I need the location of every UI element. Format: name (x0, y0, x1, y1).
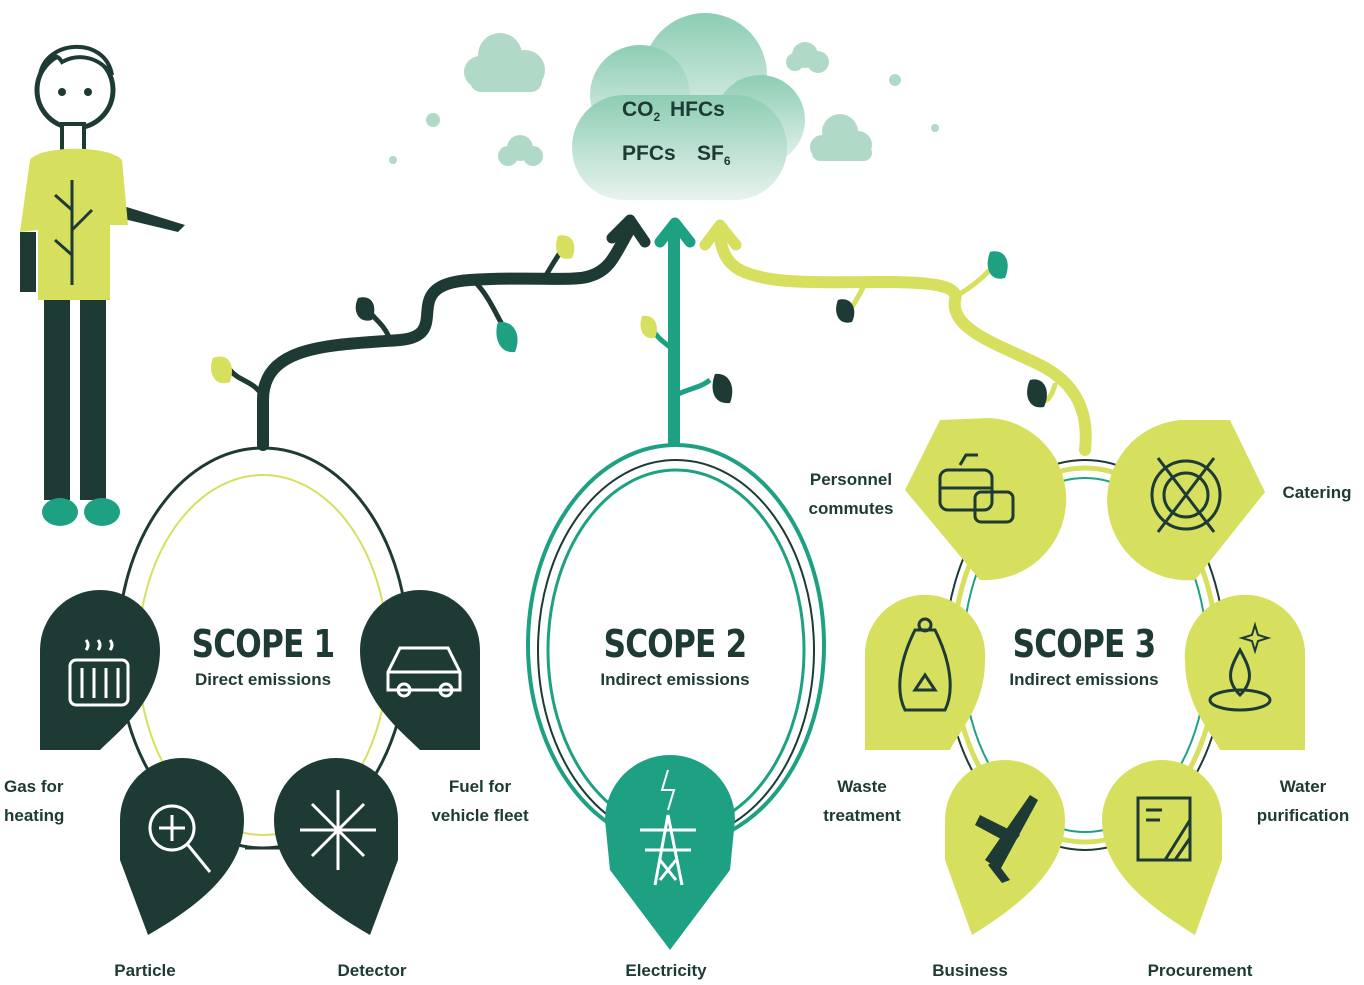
cloud-icon (810, 114, 872, 161)
leaf-icon (556, 235, 575, 259)
radiator-icon (68, 639, 130, 707)
scope3-pin-commutes (905, 418, 1067, 581)
scope1-branch (227, 226, 634, 451)
scope2-pin-electricity (605, 755, 735, 950)
cloud-icon (498, 135, 543, 166)
cloud-dot (931, 124, 939, 132)
scope1-title: SCOPE 1 (191, 622, 336, 666)
gas-co2: CO2 (622, 98, 660, 124)
leaves (210, 235, 1047, 408)
cloud-dot (426, 113, 440, 127)
leaf-icon (210, 356, 233, 384)
scope3-pin-waste (865, 594, 986, 750)
gas-sf6: SF6 (697, 142, 731, 168)
snowflake-icon (300, 790, 376, 870)
label-personnel-commutes: Personnel commutes (808, 470, 894, 518)
label-electricity: Electricity (625, 961, 707, 980)
scope1-pin-detector (274, 757, 399, 935)
car-icon (386, 646, 462, 698)
leaf-icon (836, 299, 855, 323)
document-icon (1136, 796, 1192, 862)
scope1-pin-vehicle (359, 589, 480, 750)
leaf-icon (712, 373, 733, 404)
cloud-dot (389, 156, 397, 164)
plate-icon (1150, 457, 1222, 533)
leaf-icon (355, 297, 375, 321)
scope1-subtitle: Direct emissions (194, 670, 332, 689)
scope3-title: SCOPE 3 (1012, 622, 1157, 666)
gas-hfcs: HFCs (670, 98, 725, 121)
scope3-pin-business (944, 759, 1065, 935)
cloud-icon (786, 42, 829, 73)
gas-co2-subscript: 2 (653, 110, 661, 125)
leaf-icon (640, 315, 657, 339)
recycle-bag-icon (898, 617, 952, 712)
label-detector: Detector (337, 961, 407, 980)
label-gas-heating: Gas for heating (4, 777, 65, 825)
scope3-pin-procurement (1102, 760, 1222, 935)
pylon-icon (640, 769, 696, 886)
leaf-icon (987, 251, 1008, 279)
airplane-icon (975, 795, 1038, 883)
bus-car-icon (938, 453, 1015, 524)
gas-sf6-text: SF (697, 142, 724, 165)
scope2-subtitle: Indirect emissions (600, 670, 750, 689)
leaf-icon (1027, 379, 1047, 408)
scope1-pin-heating (40, 590, 160, 750)
label-particle: Particle (114, 961, 176, 980)
gas-sf6-subscript: 6 (723, 154, 731, 169)
gas-pfcs: PFCs (622, 142, 676, 165)
scope3-pin-water (1184, 594, 1305, 750)
arrow-head-icon (606, 214, 651, 248)
label-water-purification: Water purification (1256, 777, 1350, 825)
small-clouds (389, 33, 939, 166)
arrow-head-icon (699, 219, 742, 251)
scope2-title: SCOPE 2 (603, 622, 748, 666)
scope3-pin-catering (1107, 420, 1265, 581)
label-fuel-vehicle: Fuel for vehicle fleet (431, 777, 529, 825)
scope3-subtitle: Indirect emissions (1009, 670, 1159, 689)
label-procurement: Procurement (1147, 961, 1253, 980)
cloud-icon (464, 33, 545, 92)
cloud-dot (889, 74, 901, 86)
label-business: Business (932, 961, 1008, 980)
magnifier-icon (148, 804, 212, 873)
droplet-icon (1208, 621, 1272, 712)
person-illustration (20, 44, 185, 526)
gas-co2-text: CO (622, 98, 654, 121)
scope3-branch (712, 226, 1092, 456)
label-catering: Catering (1282, 483, 1352, 502)
arrow-head-icon (654, 217, 696, 248)
leaf-icon (496, 321, 518, 353)
scope1-pin-particle (119, 757, 245, 935)
label-waste-treatment: Waste treatment (823, 777, 901, 825)
main-cloud (572, 13, 805, 200)
